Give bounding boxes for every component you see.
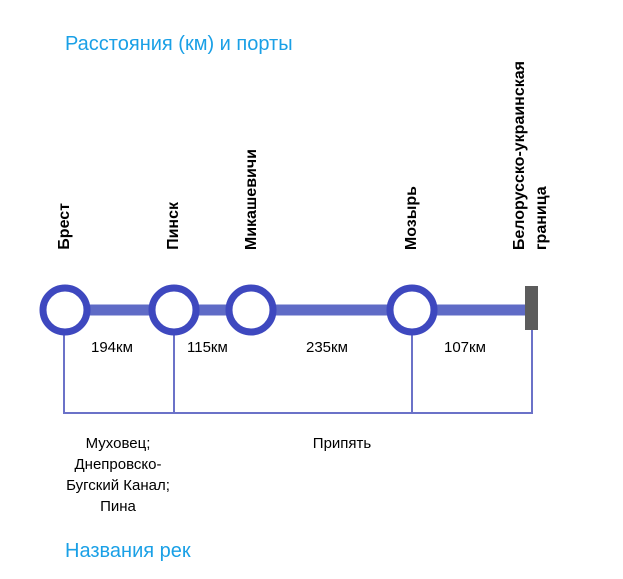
diagram-title: Расстояния (км) и порты [65, 33, 293, 55]
port-marker-mikashevichi [225, 284, 277, 336]
river-name-line: Бугский Канал; [66, 477, 170, 494]
border-marker [525, 286, 538, 330]
river-name-line: Муховец; [85, 435, 151, 452]
river-names-brest-pinsk: Муховец; Днепровско- Бугский Канал; Пина [50, 433, 186, 517]
river-name-line: Пина [100, 498, 136, 515]
distance-label-brest-pinsk: 194км [91, 339, 133, 356]
river-name-pinsk-border: Припять [312, 435, 372, 452]
port-marker-brest [39, 284, 91, 336]
distance-label-mozyr-border: 107км [444, 339, 486, 356]
port-marker-mozyr [386, 284, 438, 336]
river-name-line: Днепровско- [74, 456, 162, 473]
distance-label-pinsk-mikashevichi: 115км [187, 339, 228, 356]
port-marker-pinsk [148, 284, 200, 336]
rivers-title: Названия рек [65, 540, 191, 562]
distance-label-mikashevichi-mozyr: 235км [306, 339, 348, 356]
